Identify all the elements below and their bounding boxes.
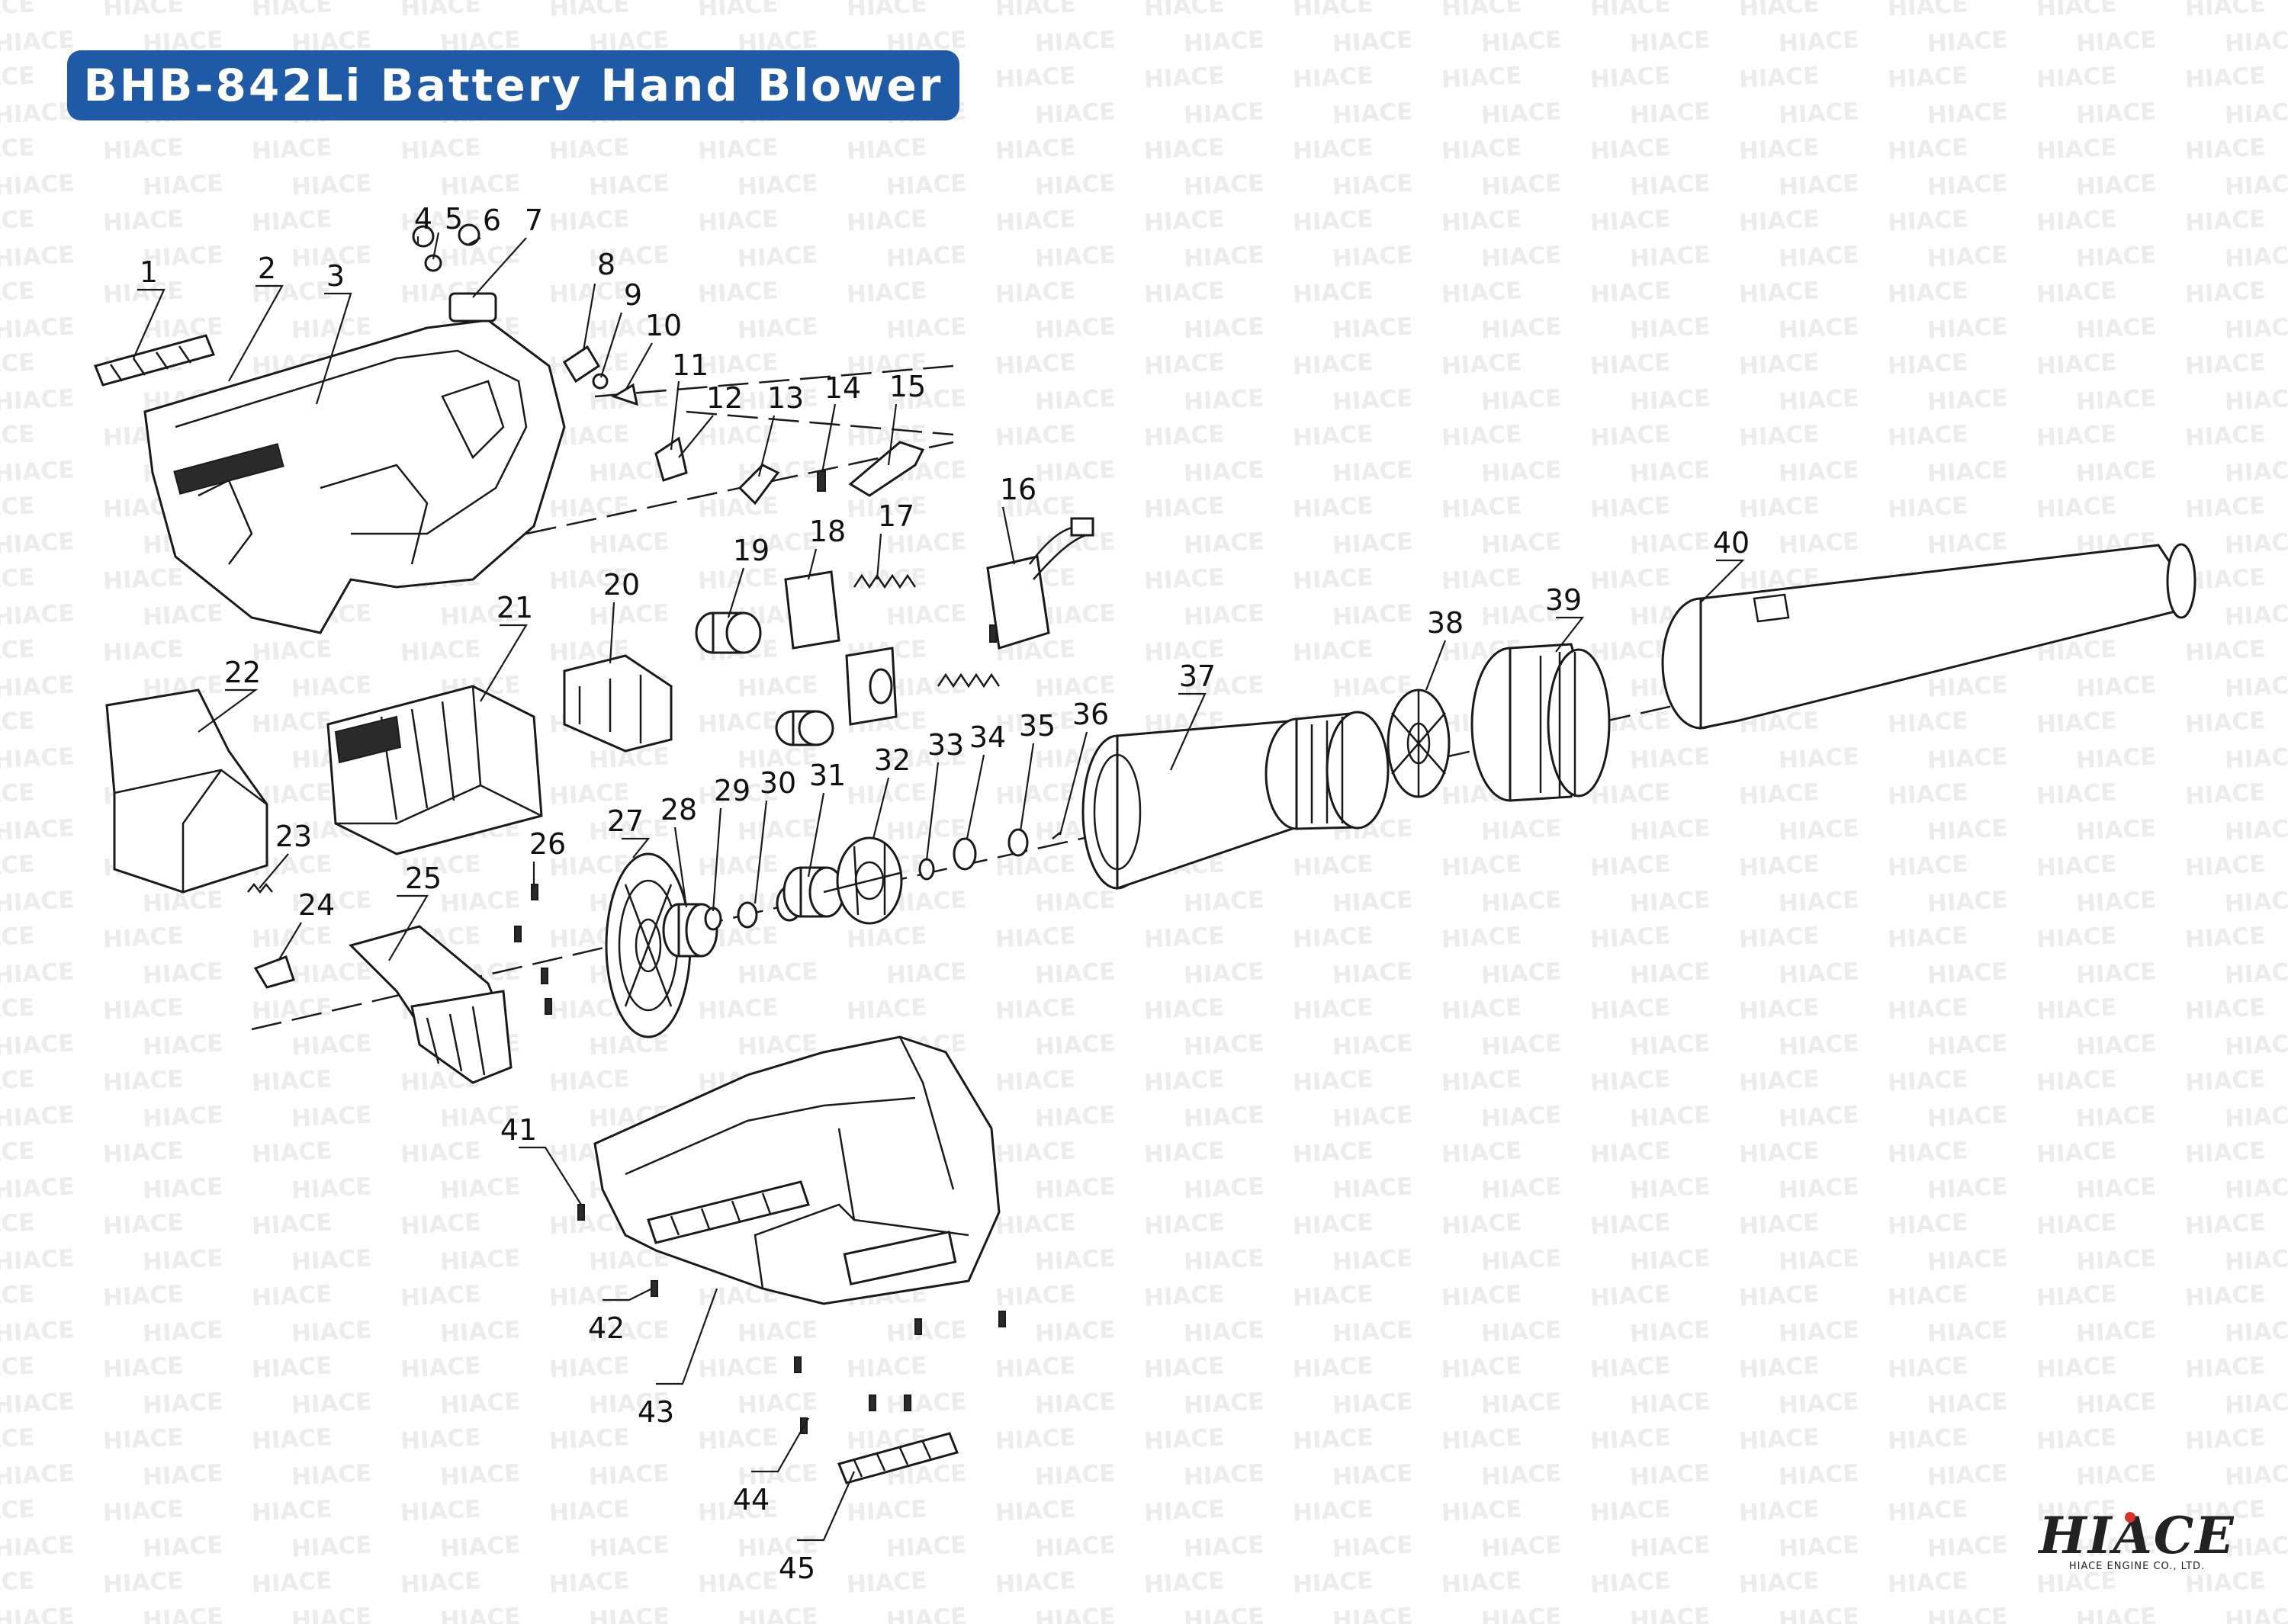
battery-pack bbox=[326, 685, 543, 855]
motor-and-bearings bbox=[662, 866, 845, 958]
callout-37: 37 bbox=[1179, 660, 1216, 693]
callout-5: 5 bbox=[445, 202, 463, 236]
callout-12: 12 bbox=[706, 381, 743, 415]
callout-41: 41 bbox=[500, 1113, 537, 1147]
impeller-housing bbox=[1081, 711, 1390, 891]
callout-42: 42 bbox=[588, 1311, 625, 1345]
rings-clips bbox=[918, 828, 1061, 881]
callout-38: 38 bbox=[1427, 606, 1464, 640]
callout-26: 26 bbox=[529, 827, 566, 861]
callout-8: 8 bbox=[597, 248, 615, 281]
callout-36: 36 bbox=[1072, 698, 1109, 731]
callout-2: 2 bbox=[258, 252, 276, 285]
callout-43: 43 bbox=[638, 1395, 674, 1429]
callout-34: 34 bbox=[969, 721, 1006, 754]
callout-25: 25 bbox=[405, 862, 442, 895]
motor-bracket bbox=[986, 517, 1094, 650]
rotor bbox=[823, 836, 903, 925]
callout-22: 22 bbox=[224, 656, 261, 689]
callout-3: 3 bbox=[326, 259, 345, 293]
screws-left bbox=[514, 884, 552, 1015]
callout-44: 44 bbox=[733, 1483, 770, 1516]
blower-tube bbox=[1661, 543, 2196, 730]
callout-45: 45 bbox=[779, 1552, 815, 1585]
callout-29: 29 bbox=[714, 774, 750, 807]
callout-7: 7 bbox=[525, 204, 543, 237]
callout-40: 40 bbox=[1713, 526, 1750, 560]
callout-13: 13 bbox=[767, 381, 804, 415]
callout-31: 31 bbox=[809, 759, 846, 792]
callout-10: 10 bbox=[645, 309, 682, 342]
leader-lines bbox=[132, 232, 1745, 1542]
lever-assembly bbox=[562, 345, 688, 482]
callout-9: 9 bbox=[624, 278, 642, 312]
callout-30: 30 bbox=[760, 766, 796, 800]
impeller bbox=[1387, 688, 1451, 798]
callout-21: 21 bbox=[496, 591, 533, 624]
latch-spring bbox=[247, 882, 295, 989]
callout-1: 1 bbox=[140, 255, 158, 289]
callout-16: 16 bbox=[1000, 473, 1036, 506]
callout-24: 24 bbox=[298, 888, 335, 922]
callout-33: 33 bbox=[927, 728, 964, 762]
callout-11: 11 bbox=[672, 348, 709, 382]
lower-housing bbox=[593, 1035, 1001, 1305]
callout-17: 17 bbox=[878, 499, 914, 533]
callout-4: 4 bbox=[414, 202, 432, 236]
rear-cap bbox=[1470, 643, 1611, 802]
callout-28: 28 bbox=[660, 793, 697, 826]
callout-35: 35 bbox=[1019, 709, 1056, 743]
callout-19: 19 bbox=[733, 534, 770, 567]
callout-20: 20 bbox=[603, 568, 640, 602]
switch-plates-springs bbox=[563, 570, 1001, 753]
grip-strip-top bbox=[93, 334, 216, 387]
grip-strip-bottom bbox=[837, 1432, 959, 1484]
callout-39: 39 bbox=[1545, 583, 1582, 617]
switch-knobs bbox=[412, 223, 497, 323]
foam-filter bbox=[105, 688, 268, 894]
page-title: BHB-842Li Battery Hand Blower bbox=[67, 50, 959, 120]
callout-15: 15 bbox=[889, 370, 926, 403]
logo-accent-dot bbox=[2125, 1512, 2135, 1523]
logo-wordmark: HIACE bbox=[2039, 1506, 2235, 1565]
logo-company-name: HIACE ENGINE CO., LTD. bbox=[2068, 1561, 2206, 1572]
callout-6: 6 bbox=[483, 204, 501, 237]
lower-handle bbox=[349, 925, 513, 1084]
trigger-parts bbox=[737, 441, 925, 505]
callout-32: 32 bbox=[874, 743, 911, 777]
company-logo: HIACE HIACE ENGINE CO., LTD. bbox=[2038, 1506, 2236, 1582]
callout-23: 23 bbox=[275, 820, 312, 853]
callout-27: 27 bbox=[607, 804, 644, 838]
callout-numbers: 1 2 3 4 5 6 7 8 9 10 11 12 13 14 15 16 1… bbox=[140, 202, 1750, 1585]
upper-housing bbox=[143, 319, 566, 634]
callout-18: 18 bbox=[809, 515, 846, 548]
callout-14: 14 bbox=[824, 371, 861, 405]
